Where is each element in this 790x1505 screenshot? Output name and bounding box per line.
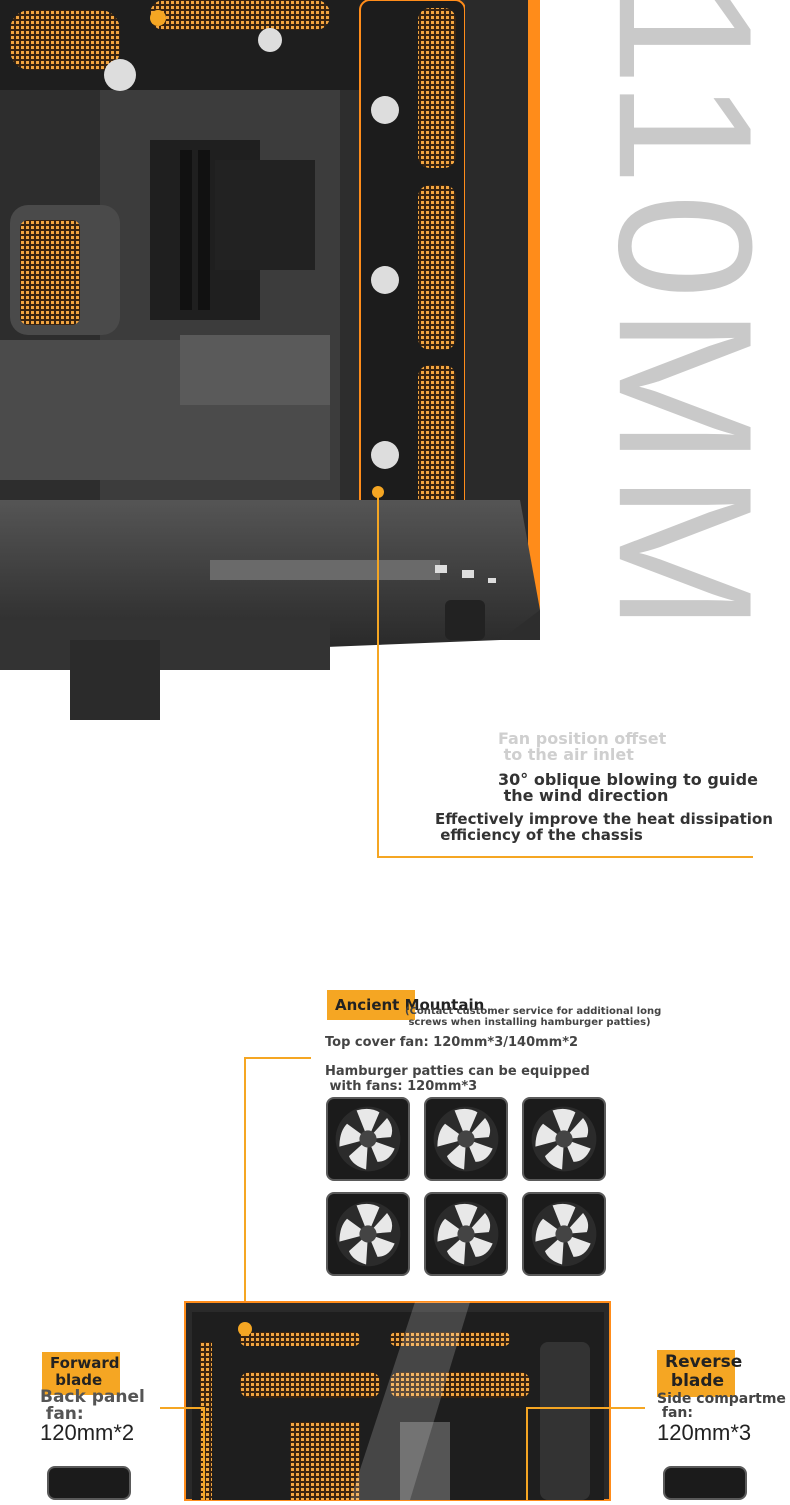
forward-blade-tag: Forward blade	[42, 1352, 120, 1395]
back-panel-fan-title: Back panel fan:	[40, 1387, 145, 1424]
fan-icon	[424, 1192, 508, 1276]
callout-line-vertical	[377, 492, 379, 858]
top-cover-fan-spec: Top cover fan: 120mm*3/140mm*2	[325, 1035, 579, 1050]
callout-efficiency-text: Effectively improve the heat dissipation…	[435, 810, 773, 844]
top-cover-line-h	[245, 1057, 311, 1059]
top-cover-line-v	[244, 1057, 246, 1327]
fan-icon	[326, 1097, 410, 1181]
fan-icon	[424, 1097, 508, 1181]
case-photo	[0, 0, 560, 730]
ancient-mountain-tag: Ancient Mountain	[327, 990, 484, 1020]
side-compartment-fan-title: Side compartme fan:	[657, 1391, 786, 1421]
hamburger-fan-spec: Hamburger patties can be equipped with f…	[325, 1064, 590, 1094]
callout-line-horizontal	[377, 856, 753, 858]
long-screws-note: (Contact customer service for additional…	[405, 1006, 662, 1028]
fan-icon	[47, 1466, 131, 1500]
side-compartment-fan-size: 120mm*3	[657, 1420, 752, 1445]
left-spec-line-v	[203, 1407, 205, 1500]
case-photo-bottom	[180, 1301, 620, 1501]
callout-oblique-text: 30° oblique blowing to guide the wind di…	[498, 770, 758, 805]
right-spec-line-v	[526, 1407, 528, 1500]
size-label-text: 110MM	[579, 0, 790, 640]
fan-icon	[522, 1097, 606, 1181]
right-spec-line-h	[527, 1407, 645, 1409]
callout-offset-text: Fan position offset to the air inlet	[498, 729, 667, 764]
fan-icon	[326, 1192, 410, 1276]
fan-icon	[663, 1466, 747, 1500]
size-label-110mm: 110MM	[579, 0, 790, 640]
back-panel-fan-size: 120mm*2	[40, 1420, 135, 1445]
left-spec-line-h	[160, 1407, 204, 1409]
reverse-blade-tag: Reverse blade	[657, 1350, 742, 1397]
fan-icon	[522, 1192, 606, 1276]
